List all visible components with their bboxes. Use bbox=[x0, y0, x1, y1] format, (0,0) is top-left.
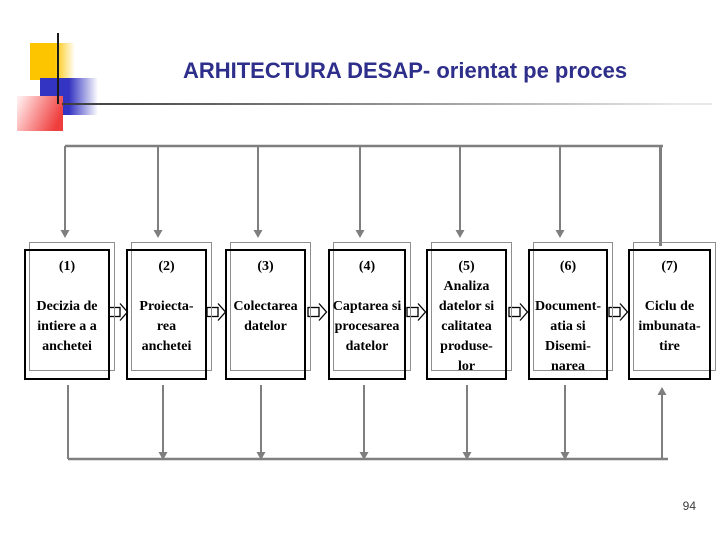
process-stage: (3) Colectarea datelor bbox=[225, 242, 311, 382]
stage-label-line: tire bbox=[659, 339, 680, 354]
stage-text: (1) Decizia de intiere a a anchetei bbox=[24, 249, 110, 357]
stage-gap bbox=[628, 277, 711, 297]
stage-label-line: lor bbox=[457, 359, 476, 374]
logo-red-square bbox=[17, 96, 63, 131]
top-feedback-bus bbox=[60, 144, 663, 246]
page-title: ARHITECTURA DESAP- orientat pe proces bbox=[182, 58, 628, 83]
down-arrow bbox=[253, 146, 263, 238]
logo-vertical-line bbox=[57, 33, 59, 104]
stage-outer-frame bbox=[131, 242, 212, 371]
stage-label-line: Analiza bbox=[443, 279, 490, 294]
stage-label-line: atia si bbox=[550, 319, 586, 334]
process-stage: (5) Analiza datelor si calitatea produse-lo… bbox=[426, 242, 512, 382]
stage-gap bbox=[328, 277, 406, 297]
stage-label-line: Proiecta- bbox=[139, 299, 194, 314]
stage-label-line: Colectarea bbox=[233, 299, 298, 314]
down-arrow bbox=[158, 385, 168, 460]
up-arrow bbox=[657, 387, 667, 459]
stage-number: (2) bbox=[158, 259, 175, 274]
title-underline-rule bbox=[62, 103, 712, 105]
down-arrow bbox=[256, 385, 266, 460]
stage-label-line: datelor bbox=[244, 319, 287, 334]
stage-text: (2) Proiecta-rea anchetei bbox=[126, 249, 207, 357]
stage-gap bbox=[225, 277, 306, 297]
stage-gap bbox=[126, 277, 207, 297]
stage-text: (5) Analiza datelor si calitatea produse-lo… bbox=[426, 249, 507, 377]
stage-gap bbox=[24, 277, 110, 297]
stage-outer-frame bbox=[533, 242, 613, 371]
down-arrow bbox=[455, 146, 465, 238]
stage-frame bbox=[328, 249, 406, 380]
stage-frame bbox=[126, 249, 207, 380]
stage-number: (1) bbox=[58, 259, 76, 274]
process-stage: (4) Captarea si procesarea datelor bbox=[328, 242, 411, 382]
down-arrow bbox=[555, 146, 565, 238]
flow-arrow-icon bbox=[608, 303, 629, 321]
stage-outer-frame bbox=[633, 242, 716, 371]
stage-label-line: intiere a a bbox=[37, 319, 97, 334]
stage-frame bbox=[628, 249, 711, 380]
stage-outer-frame bbox=[29, 242, 115, 371]
process-stage: (6) Document-atia si Disemi-narea bbox=[528, 242, 613, 382]
stage-number: (3) bbox=[257, 259, 274, 274]
stage-text: (3) Colectarea datelor bbox=[225, 249, 306, 337]
stage-outer-frame bbox=[431, 242, 512, 371]
flow-arrow-icon bbox=[406, 303, 427, 321]
stage-number: (5) bbox=[458, 259, 475, 274]
stage-number: (7) bbox=[661, 259, 678, 274]
stage-label-line: rea bbox=[156, 319, 177, 334]
flow-arrow-icon bbox=[508, 303, 529, 321]
stage-text: (6) Document-atia si Disemi-narea bbox=[528, 249, 608, 377]
stage-label-line: Disemi- bbox=[545, 339, 591, 354]
flow-arrow-icon bbox=[307, 303, 328, 321]
down-arrow bbox=[359, 385, 369, 460]
stage-gap bbox=[528, 277, 608, 297]
stage-frame bbox=[225, 249, 306, 380]
stage-label-line: anchetei bbox=[141, 339, 192, 354]
stage-outer-frame bbox=[333, 242, 411, 371]
stage-label-line: datelor si bbox=[438, 299, 495, 314]
stage-label-line: produse- bbox=[440, 339, 493, 354]
process-stage: (2) Proiecta-rea anchetei bbox=[126, 242, 212, 382]
stage-label-line: Document- bbox=[534, 299, 602, 314]
stage-frame bbox=[528, 249, 608, 380]
process-stage: (7) Ciclu de imbunata-tire bbox=[628, 242, 716, 382]
stage-text: (7) Ciclu de imbunata-tire bbox=[628, 249, 711, 357]
stage-label-line: Ciclu de bbox=[644, 299, 695, 314]
stage-label-line: calitatea bbox=[441, 319, 492, 334]
down-arrow bbox=[153, 146, 163, 238]
stage-frame bbox=[24, 249, 110, 380]
stage-label-line: narea bbox=[551, 359, 585, 374]
down-arrow bbox=[355, 146, 365, 238]
stage-outer-frame bbox=[230, 242, 311, 371]
logo-yellow-square bbox=[30, 43, 75, 80]
page-number: 94 bbox=[682, 499, 696, 513]
stage-frame bbox=[426, 249, 507, 380]
stage-label-line: anchetei bbox=[42, 339, 92, 354]
stage-label-line: imbunata- bbox=[638, 319, 701, 334]
stage-label-line: procesarea bbox=[334, 319, 400, 334]
down-arrow bbox=[560, 385, 570, 460]
stage-label-line: Decizia de bbox=[36, 299, 98, 314]
stage-label-line: datelor bbox=[345, 339, 389, 354]
stage-text: (4) Captarea si procesarea datelor bbox=[328, 249, 406, 357]
process-stage: (1) Decizia de intiere a a anchetei bbox=[24, 242, 115, 382]
stage-number: (4) bbox=[358, 259, 376, 274]
stage-number: (6) bbox=[559, 259, 577, 274]
bottom-feedback-bus bbox=[67, 385, 668, 461]
down-arrow bbox=[60, 146, 70, 238]
down-arrow bbox=[462, 385, 472, 460]
stage-label-line: Captarea si bbox=[332, 299, 402, 314]
